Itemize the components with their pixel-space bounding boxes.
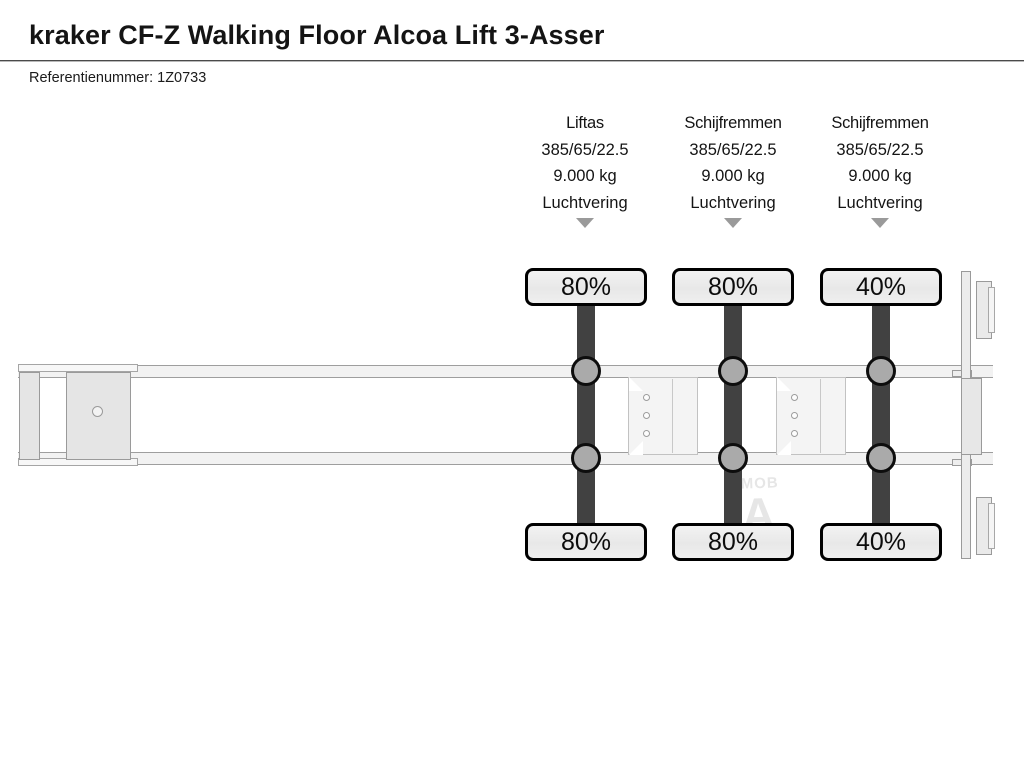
axle-spec-2-tyre: 385/65/22.5 xyxy=(689,140,777,159)
axle-spec-1-suspension: Luchtvering xyxy=(542,193,628,212)
axle-spec-3-suspension: Luchtvering xyxy=(837,193,923,212)
tyre-box-3-bottom: 40% xyxy=(820,523,942,561)
axle-spec-1-tyre: 385/65/22.5 xyxy=(541,140,629,159)
tyre-percent-3-bottom: 40% xyxy=(855,527,907,556)
axle-spec-3-title: Schijfremmen xyxy=(831,114,929,132)
tyre-percent-1-top: 80% xyxy=(560,272,612,301)
axle-hub-3-top xyxy=(866,356,896,386)
axle-spec-1-capacity: 9.000 kg xyxy=(553,167,617,185)
front-bulkhead xyxy=(19,372,40,460)
axle-spec-1-title: Liftas xyxy=(566,114,604,132)
axle-spec-2-capacity: 9.000 kg xyxy=(701,167,765,185)
bracket-hole-group xyxy=(643,394,651,448)
tyre-percent-2-bottom: 80% xyxy=(707,527,759,556)
axle-shaft-1 xyxy=(577,300,595,540)
tyre-percent-2-top: 80% xyxy=(707,272,759,301)
tyre-percent-1-bottom: 80% xyxy=(560,527,612,556)
axle-spec-2: Schijfremmen 385/65/22.5 9.000 kg Luchtv… xyxy=(663,110,803,228)
axle-hub-2-bottom xyxy=(718,443,748,473)
triangle-down-icon xyxy=(724,218,742,228)
triangle-down-icon xyxy=(871,218,889,228)
axle-spec-3-capacity: 9.000 kg xyxy=(848,167,912,185)
reference-number: Referentienummer: 1Z0733 xyxy=(29,70,207,86)
tyre-percent-3-top: 40% xyxy=(855,272,907,301)
axle-hub-2-top xyxy=(718,356,748,386)
page-title: kraker CF-Z Walking Floor Alcoa Lift 3-A… xyxy=(29,20,605,50)
watermark-line-1: MOB xyxy=(740,474,780,493)
axle-shaft-2 xyxy=(724,300,742,540)
axle-hub-1-bottom xyxy=(571,443,601,473)
chassis-rail-top xyxy=(18,365,993,378)
axle-shaft-3 xyxy=(872,300,890,540)
tyre-box-2-top: 80% xyxy=(672,268,794,306)
bracket-divider-1 xyxy=(672,379,673,453)
bracket-divider-2 xyxy=(820,379,821,453)
tyre-box-1-bottom: 80% xyxy=(525,523,647,561)
axle-hub-1-top xyxy=(571,356,601,386)
bracket-hole-group xyxy=(791,394,799,448)
axle-spec-2-title: Schijfremmen xyxy=(684,114,782,132)
rear-lamp-inner-bottom xyxy=(988,503,995,549)
suspension-bracket-1 xyxy=(628,377,698,455)
axle-spec-1: Liftas 385/65/22.5 9.000 kg Luchtvering xyxy=(515,110,655,228)
axle-spec-3: Schijfremmen 385/65/22.5 9.000 kg Luchtv… xyxy=(810,110,950,228)
header-divider xyxy=(0,60,1024,62)
tyre-box-2-bottom: 80% xyxy=(672,523,794,561)
chassis-rail-bottom xyxy=(18,452,993,465)
triangle-down-icon xyxy=(576,218,594,228)
kingpin-circle-icon xyxy=(92,406,103,417)
rear-lamp-inner-top xyxy=(988,287,995,333)
suspension-bracket-2 xyxy=(776,377,846,455)
front-rail-cap-top xyxy=(18,364,138,372)
axle-spec-2-suspension: Luchtvering xyxy=(690,193,776,212)
axle-spec-3-tyre: 385/65/22.5 xyxy=(836,140,924,159)
tyre-box-1-top: 80% xyxy=(525,268,647,306)
axle-hub-3-bottom xyxy=(866,443,896,473)
rear-crossmember xyxy=(961,378,982,455)
tyre-box-3-top: 40% xyxy=(820,268,942,306)
